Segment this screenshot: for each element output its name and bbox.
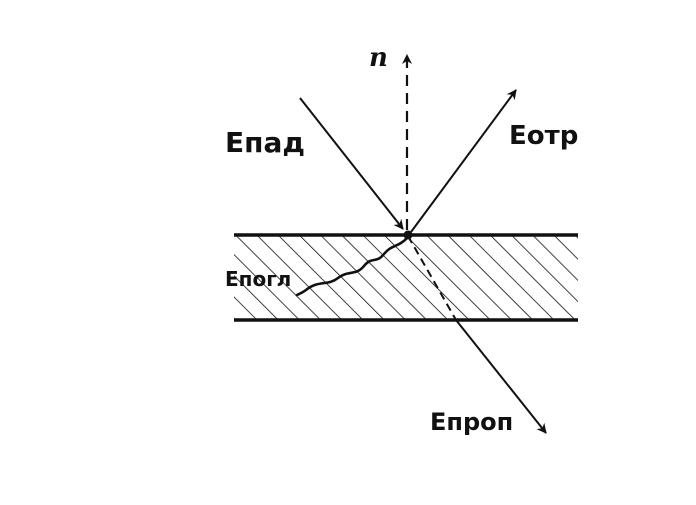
incident-label: Eпад [225,126,305,159]
material-layer [234,233,578,322]
absorbed-wave [295,235,410,297]
reflected-label: Eотр [509,121,578,151]
absorbed-label: Eпогл [225,267,291,291]
transmitted-label: Eпроп [430,408,513,436]
reflected-ray [410,89,517,233]
transmitted-ray [455,319,547,434]
normal-label: n [369,43,388,73]
incidence-point [403,230,413,240]
transmitted-ray-inside [407,235,457,321]
layer-hatching [234,236,578,320]
incident-ray [299,97,404,230]
